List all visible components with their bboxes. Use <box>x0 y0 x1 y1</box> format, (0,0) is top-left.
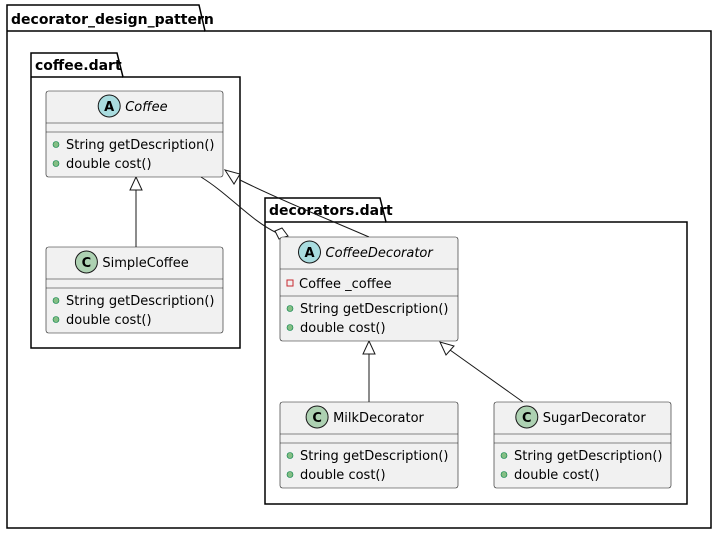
class-box <box>493 401 672 489</box>
class-stereotype-letter: C <box>82 256 92 271</box>
class-method: String getDescription() <box>66 294 214 309</box>
private-field-icon <box>286 279 294 287</box>
class-stereotype-letter: A <box>304 246 314 261</box>
package-title: coffee.dart <box>35 58 122 74</box>
class-method: double cost() <box>66 313 152 328</box>
abstract-class-icon <box>97 94 121 118</box>
relation-coffeedecorator-extends-coffee <box>223 169 370 238</box>
inheritance-arrowhead <box>129 175 143 191</box>
package-coffee-dart: coffee.dart <box>30 52 241 349</box>
class-method: String getDescription() <box>300 449 448 464</box>
public-method-icon <box>500 471 508 478</box>
package-title: decorator_design_pattern <box>11 12 214 28</box>
class-icon <box>305 405 329 429</box>
class-name: Coffee <box>125 100 167 115</box>
class-name: SimpleCoffee <box>102 256 188 271</box>
relation-sugardecorator-extends-coffeedecorator <box>439 341 524 403</box>
public-method-icon <box>52 297 60 304</box>
public-method-icon <box>52 316 60 323</box>
class-method: String getDescription() <box>66 138 214 153</box>
public-method-icon <box>500 452 508 459</box>
public-method-icon <box>286 305 294 312</box>
public-method-icon <box>286 471 294 478</box>
package-decorator-design-pattern: decorator_design_pattern <box>6 4 712 529</box>
class-stereotype-letter: C <box>522 411 532 426</box>
public-method-icon <box>286 452 294 459</box>
class-box <box>45 90 224 178</box>
class-icon <box>515 405 539 429</box>
abstract-class-icon <box>298 240 321 264</box>
inheritance-arrowhead <box>439 341 455 356</box>
class-stereotype-letter: C <box>312 411 322 426</box>
package-title: decorators.dart <box>269 203 393 219</box>
inheritance-arrowhead <box>362 339 376 355</box>
public-method-icon <box>286 324 294 331</box>
class-method: double cost() <box>514 468 600 483</box>
class-name: CoffeeDecorator <box>326 246 435 261</box>
relation-milkdecorator-extends-coffeedecorator <box>362 339 376 402</box>
class-name: SugarDecorator <box>543 411 647 426</box>
class-field: Coffee _coffee <box>299 277 392 292</box>
class-method: String getDescription() <box>514 449 662 464</box>
inheritance-arrowhead <box>223 169 241 185</box>
class-name: MilkDecorator <box>333 411 424 426</box>
class-icon <box>74 250 98 274</box>
class-box <box>279 236 459 342</box>
class-method: double cost() <box>66 157 152 172</box>
public-method-icon <box>52 160 60 167</box>
public-method-icon <box>52 141 60 148</box>
relation-simplecoffee-extends-coffee <box>129 175 143 247</box>
class-method: double cost() <box>300 321 386 336</box>
class-method: double cost() <box>300 468 386 483</box>
class-method: String getDescription() <box>300 302 448 317</box>
class-stereotype-letter: A <box>104 100 114 115</box>
